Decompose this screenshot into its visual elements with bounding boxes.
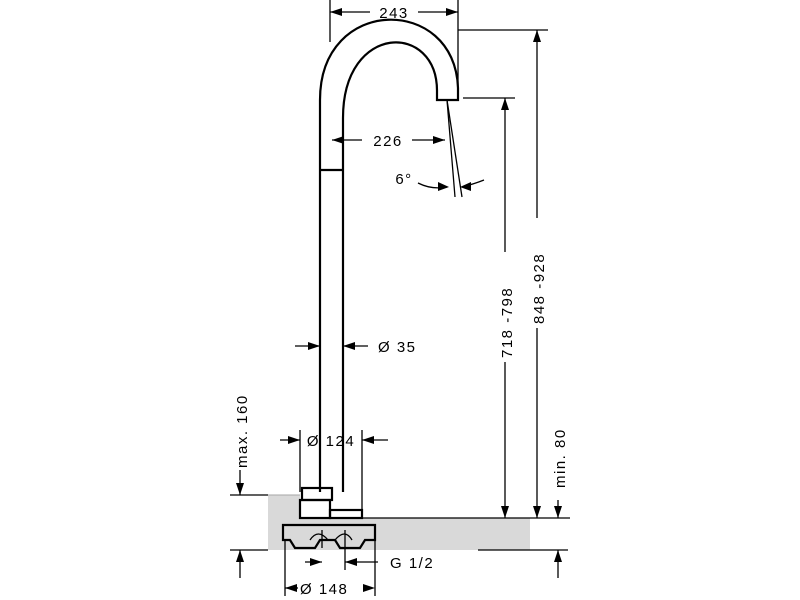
deck-left-slab: [268, 495, 300, 550]
dim-243-arrow-left: [330, 8, 342, 16]
base-dia-arrow-left: [285, 584, 297, 592]
esc-dia-arrow-left: [288, 436, 300, 444]
min-clearance-arrow-bottom: [554, 550, 562, 562]
total-height-arrow-bottom: [533, 506, 541, 518]
dim-pipe-diameter: Ø 35: [295, 339, 417, 356]
pipe-dia-label: Ø 35: [378, 339, 417, 356]
thread-arrow-left: [310, 558, 322, 566]
dim-escutcheon-diameter: Ø 124: [280, 430, 388, 512]
dim-min-clearance: min. 80: [478, 428, 569, 578]
dim-spout-height: 718 -798: [463, 97, 516, 518]
thread-arrow-right: [345, 558, 357, 566]
angle-vertical-line: [446, 99, 456, 198]
dim-243: 243: [329, 0, 459, 90]
angle-label: 6°: [395, 171, 412, 188]
spout-height-arrow-bottom: [501, 506, 509, 518]
esc-dia-label: Ø 124: [307, 433, 355, 450]
dim-max-deck: max. 160: [230, 394, 268, 578]
base-dia-arrow-right: [363, 584, 375, 592]
max-deck-arrow-top: [236, 483, 244, 495]
thread-label: G 1/2: [390, 555, 434, 572]
base-dia-label: Ø 148: [300, 581, 348, 598]
spout-outlet: [435, 88, 460, 102]
dim-243-arrow-right: [446, 8, 458, 16]
max-deck-label: max. 160: [234, 394, 251, 468]
mounting-fitting: [309, 530, 353, 548]
base-collar: [300, 486, 334, 502]
spout-height-arrow-top: [501, 98, 509, 110]
dim-thread: G 1/2: [305, 548, 434, 572]
angle-arrow-right: [460, 182, 471, 191]
dim-226-arrow-right: [433, 136, 445, 144]
faucet-body: [281, 18, 460, 550]
total-height-arrow-top: [533, 30, 541, 42]
dim-226: 226: [332, 133, 445, 150]
dim-226-label: 226: [373, 133, 403, 150]
pipe-dia-arrow-left: [308, 342, 320, 350]
spout-height-label: 718 -798: [499, 287, 516, 358]
base-block-left: [298, 498, 332, 520]
min-clearance-label: min. 80: [552, 428, 569, 488]
dim-226-arrow-left: [332, 136, 344, 144]
deck-section: [268, 494, 570, 550]
spout-outer-contour: [318, 18, 460, 492]
dim-total-height: 848 -928: [458, 29, 548, 518]
dim-base-diameter: Ø 148: [284, 540, 376, 598]
angle-arrow-left: [438, 182, 449, 191]
pipe-dia-arrow-right: [343, 342, 355, 350]
dim-243-label: 243: [379, 5, 409, 22]
dim-angle: 6°: [395, 99, 485, 198]
deck-right-slab: [300, 518, 530, 550]
esc-dia-arrow-right: [362, 436, 374, 444]
total-height-label: 848 -928: [531, 253, 548, 324]
spout-inner-contour: [341, 41, 439, 492]
base-block-right: [328, 508, 364, 520]
angle-flow-line: [446, 99, 463, 198]
min-clearance-arrow-top: [554, 506, 562, 518]
max-deck-arrow-bottom: [236, 550, 244, 562]
